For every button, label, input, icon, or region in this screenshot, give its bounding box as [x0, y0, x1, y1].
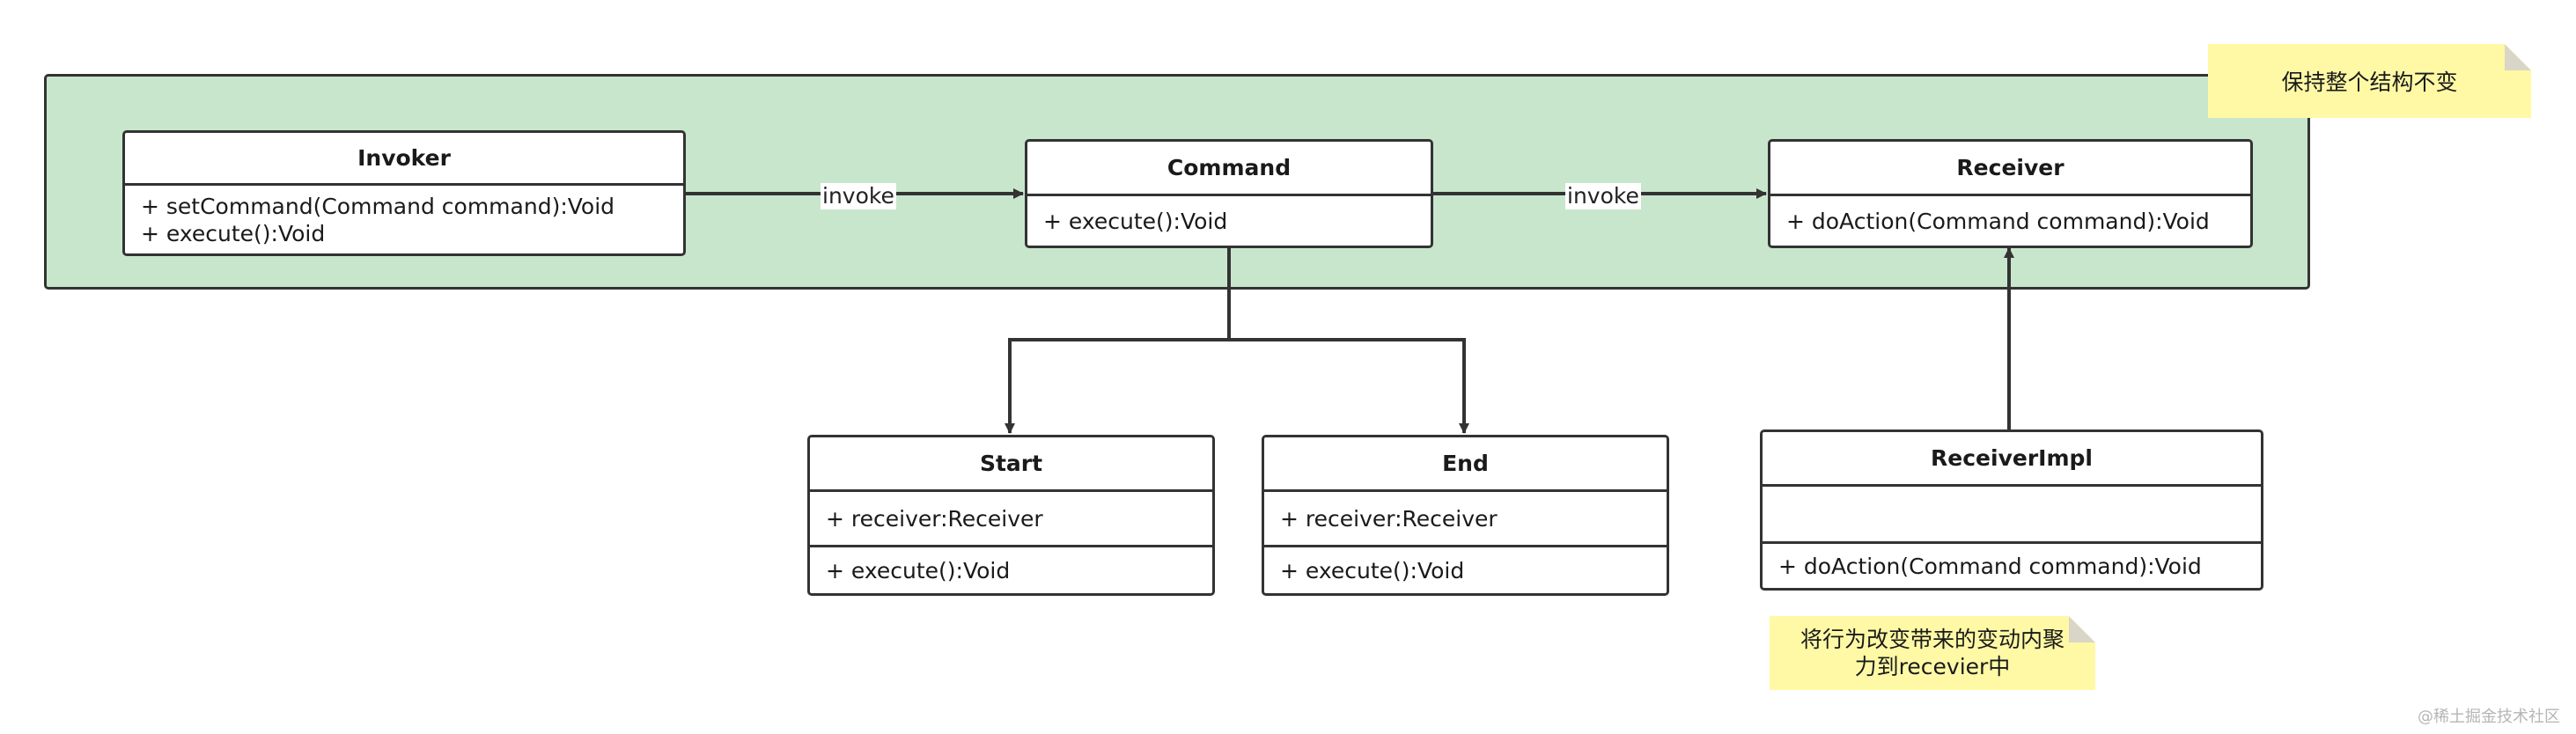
class-command[interactable]: Command + execute():Void	[1025, 139, 1433, 248]
class-end-title: End	[1264, 437, 1667, 492]
watermark: @稀土掘金技术社区	[2418, 708, 2560, 726]
class-receiverimpl-methods: + doAction(Command command):Void	[1763, 541, 2261, 588]
edge-command-end	[1229, 338, 1469, 434]
class-command-title: Command	[1027, 142, 1431, 196]
class-command-methods: + execute():Void	[1027, 196, 1431, 246]
class-invoker-title: Invoker	[125, 133, 683, 186]
note-behavior-line2: 力到recevier中	[1854, 654, 2011, 679]
class-receiverimpl-title: ReceiverImpl	[1763, 432, 2261, 487]
class-invoker[interactable]: Invoker + setCommand(Command command):Vo…	[122, 130, 686, 256]
attribute: + receiver:Receiver	[1280, 505, 1498, 532]
method: + execute():Void	[141, 220, 326, 246]
note-behavior[interactable]: 将行为改变带来的变动内聚 力到recevier中	[1770, 616, 2095, 690]
class-end-attributes: + receiver:Receiver	[1264, 492, 1667, 545]
method: + execute():Void	[826, 557, 1011, 584]
method: + setCommand(Command command):Void	[141, 193, 615, 219]
note-structure-text: 保持整个结构不变	[2281, 70, 2458, 95]
class-start-title: Start	[810, 437, 1212, 492]
class-start[interactable]: Start + receiver:Receiver + execute():Vo…	[807, 435, 1215, 596]
class-receiverimpl[interactable]: ReceiverImpl + doAction(Command command)…	[1760, 429, 2263, 591]
class-receiver-methods: + doAction(Command command):Void	[1770, 196, 2250, 246]
class-end[interactable]: End + receiver:Receiver + execute():Void	[1262, 435, 1669, 596]
method: + execute():Void	[1280, 557, 1465, 584]
class-receiver-title: Receiver	[1770, 142, 2250, 196]
class-invoker-methods: + setCommand(Command command):Void + exe…	[125, 186, 683, 253]
class-receiver[interactable]: Receiver + doAction(Command command):Voi…	[1768, 139, 2253, 248]
note-structure[interactable]: 保持整个结构不变	[2208, 44, 2531, 118]
class-end-methods: + execute():Void	[1264, 545, 1667, 593]
method: + doAction(Command command):Void	[1786, 208, 2210, 234]
edge-label-invoke-1: invoke	[821, 183, 896, 209]
method: + execute():Void	[1043, 208, 1228, 234]
class-receiverimpl-attributes	[1763, 487, 2261, 541]
method: + doAction(Command command):Void	[1778, 553, 2202, 579]
class-start-methods: + execute():Void	[810, 545, 1212, 593]
note-behavior-line1: 将行为改变带来的变动内聚	[1800, 627, 2064, 652]
edge-command-start	[1005, 245, 1231, 434]
class-start-attributes: + receiver:Receiver	[810, 492, 1212, 545]
edge-label-invoke-2: invoke	[1565, 183, 1641, 209]
attribute: + receiver:Receiver	[826, 505, 1043, 532]
